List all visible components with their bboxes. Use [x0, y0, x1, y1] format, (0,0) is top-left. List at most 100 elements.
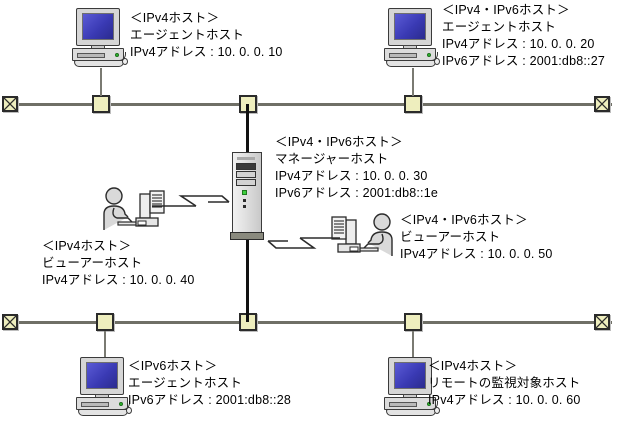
desktop-pc-icon [76, 357, 132, 416]
workstation-tower-icon [149, 190, 165, 214]
person-head-icon [373, 213, 391, 231]
host-type-label: ＜IPv4ホスト＞ [130, 11, 220, 25]
monitor-bezel [80, 357, 124, 395]
person-workstation-icon-mirrored [331, 213, 393, 256]
desktop-pc-icon [72, 8, 128, 67]
server-drive-bay [236, 171, 256, 178]
tower-vents-icon [152, 194, 162, 208]
mouse-icon [434, 58, 440, 65]
desktop-pc-icon [384, 357, 440, 416]
drop-line-bottom-left-host [104, 331, 106, 357]
tower-vents-icon [334, 220, 344, 234]
workstation-monitor-icon [139, 193, 151, 219]
monitor-bezel [388, 357, 432, 395]
label-agent-host-top-left: ＜IPv4ホスト＞ エージェントホスト IPv4アドレス : 10. 0. 0.… [130, 10, 283, 61]
bottom-bus-terminator-right [594, 314, 610, 330]
desktop-pc-icon [384, 8, 440, 67]
node-manager-host-center [230, 152, 264, 244]
label-agent-host-bottom-left: ＜IPv6ホスト＞ エージェントホスト IPv6アドレス : 2001:db8:… [128, 358, 291, 409]
server-indicator-dot [243, 205, 246, 208]
top-bus-line [12, 103, 612, 106]
node-remote-monitored-host-bottom-right [384, 357, 440, 416]
workstation-drive-icon [349, 246, 359, 252]
host-role-label: エージェントホスト [130, 28, 245, 42]
label-remote-monitored-host-bottom-right: ＜IPv4ホスト＞ リモートの監視対象ホスト IPv4アドレス : 10. 0.… [428, 358, 581, 409]
keyboard-icon [74, 60, 124, 67]
mouse-icon [434, 407, 440, 414]
server-drive-bay [236, 179, 256, 186]
host-address-line: IPv4アドレス : 10. 0. 0. 30 [275, 169, 428, 183]
person-arm-icon [363, 233, 384, 249]
server-drive-bay [236, 163, 256, 170]
drop-line-top-left-host [100, 68, 102, 96]
drive-slot [81, 402, 109, 407]
top-bus-tap-right [404, 95, 422, 113]
node-viewer-host-right [328, 212, 398, 263]
label-viewer-host-left: ＜IPv4ホスト＞ ビューアーホスト IPv4アドレス : 10. 0. 0. … [42, 238, 195, 289]
host-role-label: リモートの監視対象ホスト [428, 376, 581, 390]
workstation-tower-icon [331, 216, 347, 240]
host-address-line: IPv4アドレス : 10. 0. 0. 20 [442, 37, 595, 51]
node-agent-host-top-left [72, 8, 128, 67]
bottom-bus-tap-right [404, 313, 422, 331]
host-type-label: ＜IPv4ホスト＞ [42, 239, 132, 253]
node-agent-host-top-right [384, 8, 440, 67]
workstation-drive-icon [137, 220, 147, 226]
host-address-line: IPv6アドレス : 2001:db8::27 [442, 54, 606, 68]
monitor-screen [394, 362, 426, 389]
host-type-label: ＜IPv6ホスト＞ [128, 359, 218, 373]
server-power-led-icon [242, 190, 247, 195]
top-bus-terminator-right [594, 96, 610, 112]
label-agent-host-top-right: ＜IPv4・IPv6ホスト＞ エージェントホスト IPv4アドレス : 10. … [442, 2, 605, 70]
host-address-line: IPv6アドレス : 2001:db8::1e [275, 186, 439, 200]
host-address-line: IPv4アドレス : 10. 0. 0. 10 [130, 45, 283, 59]
node-agent-host-bottom-left [76, 357, 132, 416]
host-address-line: IPv6アドレス : 2001:db8::28 [128, 393, 292, 407]
drive-slot [77, 53, 105, 58]
keyboard-icon [78, 409, 128, 416]
keyboard-icon [386, 60, 436, 67]
label-manager-host-center: ＜IPv4・IPv6ホスト＞ マネージャーホスト IPv4アドレス : 10. … [275, 134, 438, 202]
mouse-icon [122, 58, 128, 65]
vertical-trunk-upper [246, 104, 249, 158]
monitor-bezel [388, 8, 432, 46]
host-role-label: エージェントホスト [128, 376, 243, 390]
node-viewer-host-left [98, 186, 168, 237]
drop-line-bottom-right-host [412, 331, 414, 357]
person-arm-icon [112, 207, 133, 223]
bottom-bus-terminator-left [2, 314, 18, 330]
host-role-label: マネージャーホスト [275, 152, 389, 166]
host-address-line: IPv4アドレス : 10. 0. 0. 40 [42, 273, 195, 287]
top-bus-terminator-left [2, 96, 18, 112]
host-type-label: ＜IPv4・IPv6ホスト＞ [275, 135, 403, 149]
drive-slot [389, 53, 417, 58]
monitor-screen [394, 13, 426, 40]
server-tower-icon [230, 152, 264, 244]
server-indicator-dot [243, 199, 246, 202]
monitor-screen [82, 13, 114, 40]
monitor-bezel [76, 8, 120, 46]
host-address-line: IPv4アドレス : 10. 0. 0. 60 [428, 393, 581, 407]
person-workstation-icon [103, 187, 165, 230]
vertical-trunk-lower [246, 240, 249, 322]
host-type-label: ＜IPv4・IPv6ホスト＞ [400, 213, 528, 227]
server-vent [237, 157, 255, 160]
mouse-icon [126, 407, 132, 414]
bottom-bus-line [12, 321, 612, 324]
server-base [230, 232, 264, 240]
workstation-base-icon [337, 243, 361, 253]
host-role-label: ビューアーホスト [400, 230, 501, 244]
drop-line-top-right-host [412, 68, 414, 96]
keyboard-icon [386, 409, 436, 416]
workstation-monitor-icon [345, 219, 357, 245]
label-viewer-host-right: ＜IPv4・IPv6ホスト＞ ビューアーホスト IPv4アドレス : 10. 0… [400, 212, 553, 263]
host-role-label: エージェントホスト [442, 20, 557, 34]
monitor-screen [86, 362, 118, 389]
bottom-bus-tap-left [96, 313, 114, 331]
top-bus-tap-left [92, 95, 110, 113]
host-type-label: ＜IPv4・IPv6ホスト＞ [442, 3, 570, 17]
workstation-base-icon [135, 217, 159, 227]
host-role-label: ビューアーホスト [42, 256, 143, 270]
host-address-line: IPv4アドレス : 10. 0. 0. 50 [400, 247, 553, 261]
